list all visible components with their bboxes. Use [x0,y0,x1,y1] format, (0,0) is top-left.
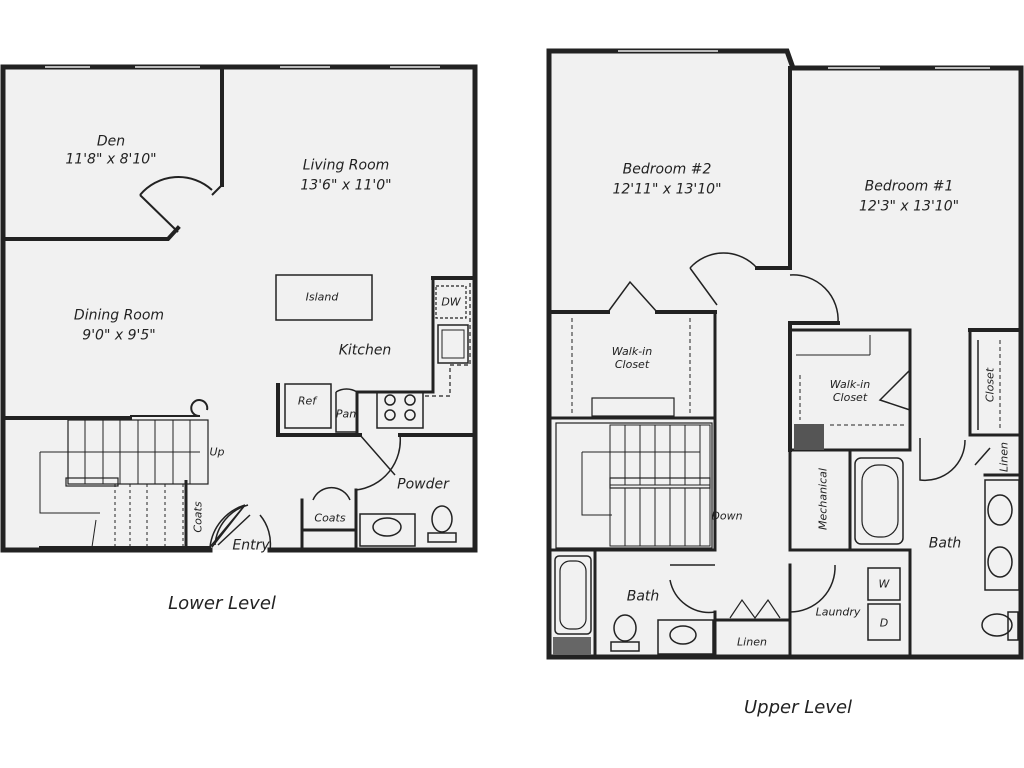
pantry-label: Pan [335,407,357,421]
walkin-closet-2-label: Walk-in Closet [829,377,871,404]
living-room-dimensions: 13'6" x 11'0" [300,177,392,194]
hall-toilet [613,614,637,642]
powder-vanity [359,513,416,547]
tub-block [553,637,591,655]
dishwasher-label: DW [441,295,461,309]
hall-bath-label: Bath [626,588,660,605]
upper-windows [618,50,990,69]
island-label: Island [305,290,339,304]
dryer [867,603,901,641]
master-toilet [981,613,1013,637]
lower-level-title: Lower Level [168,593,276,615]
powder-toilet [431,505,453,533]
living-room-label: Living Room [302,157,390,174]
den-label: Den [96,133,126,150]
double-vanity [984,479,1020,591]
powder-label: Powder [397,476,449,493]
den-door-swing [139,176,223,233]
hvac-block [794,424,824,450]
bedroom1-dimensions: 12'3" x 13'10" [858,198,960,215]
washer-label: W [878,577,890,591]
hall-vanity [657,619,714,655]
kitchen-sink [437,324,469,364]
refrigerator-label: Ref [297,394,317,408]
dining-room-dimensions: 9'0" x 9'5" [82,327,156,344]
den-dimensions: 11'8" x 8'10" [65,151,157,168]
entry-label: Entry [232,537,270,554]
bathtub [854,457,904,545]
kitchen-label: Kitchen [338,342,392,359]
hall-tub [554,555,592,635]
washer [867,567,901,601]
dishwasher [435,285,467,319]
linen-label: Linen [737,635,767,649]
coats-closet-label: Coats [191,501,205,533]
bedroom2-dimensions: 12'11" x 13'10" [612,181,722,198]
dryer-label: D [879,616,889,630]
walkin-closet-1-label: Walk-in Closet [611,344,653,371]
bedroom1-label: Bedroom #1 [864,178,954,195]
stairs-down-label: Down [711,509,743,523]
lower-stairs [39,399,209,548]
upper-stairs [555,422,713,549]
refrigerator [284,383,332,429]
coats-closet-label-2: Coats [314,511,346,525]
mechanical-label: Mechanical [816,468,830,530]
lower-level-floor [3,67,475,550]
master-bath-label: Bath [928,535,962,552]
dining-room-label: Dining Room [73,307,165,324]
bedroom2-label: Bedroom #2 [622,161,712,178]
laundry-label: Laundry [815,605,861,619]
upper-level-title: Upper Level [743,697,853,719]
stove [376,391,424,429]
closet-label: Closet [983,367,997,403]
upper-level-walls [546,48,1024,660]
linen-side-label: Linen [997,442,1011,472]
stairs-up-label: Up [209,445,225,459]
kitchen-island [275,274,373,321]
